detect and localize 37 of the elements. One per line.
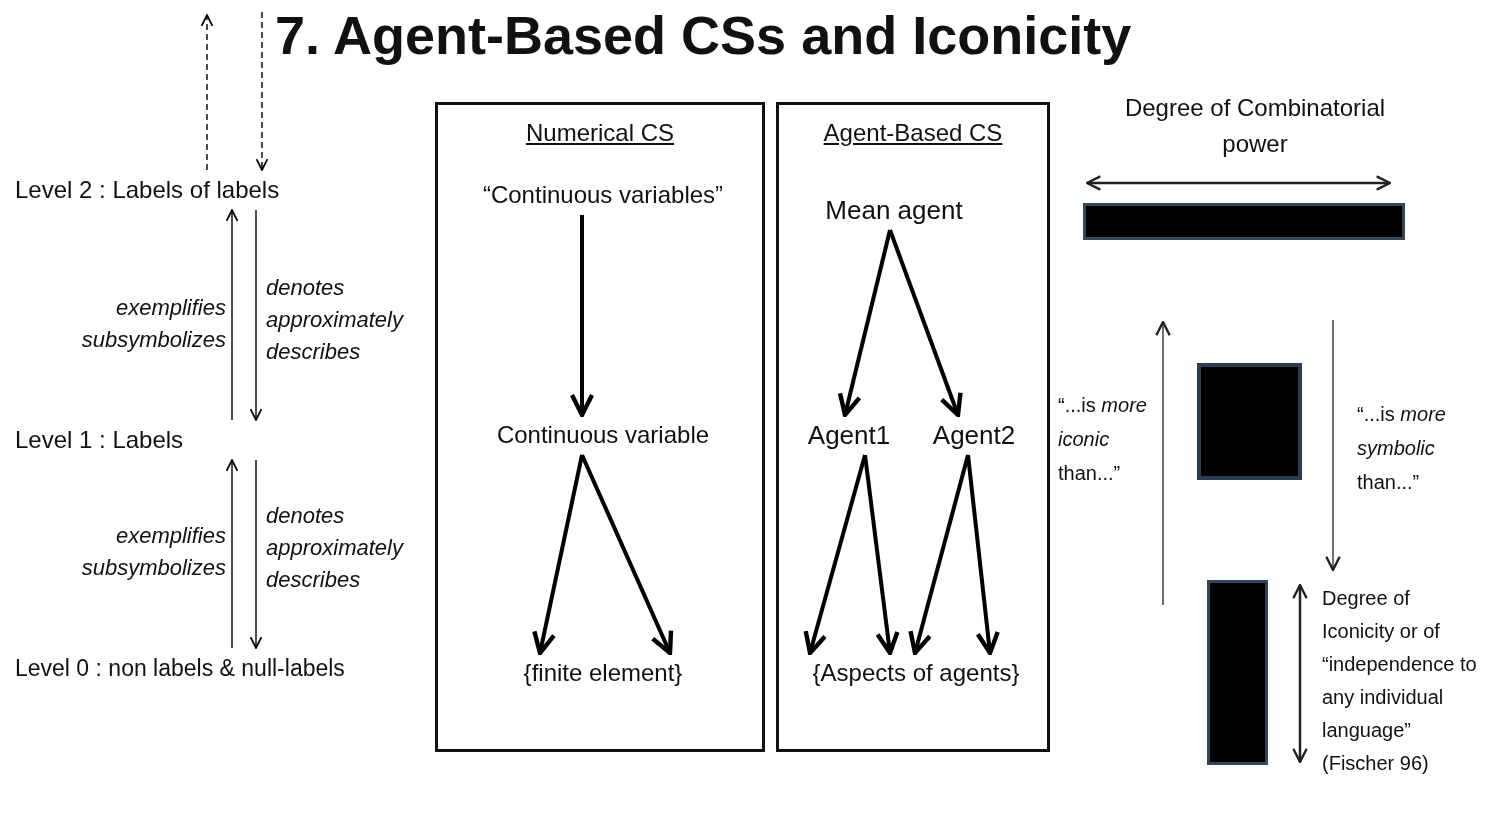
node-label: Mean agent [794, 190, 994, 230]
caption-text: Degree of Iconicity or of “independence to any individual language” (Fischer 96) [1322, 586, 1478, 776]
level-label: Level 0 : non labels & null-labels [15, 648, 427, 688]
title: 7. Agent-Based CSs and Iconicity [275, 4, 1132, 66]
arrow [569, 215, 595, 418]
node-label: {Aspects of agents} [784, 653, 1048, 693]
filled-square [1197, 363, 1302, 480]
arrow [863, 454, 900, 656]
arrow [225, 459, 239, 649]
node-label: “Continuous variables” [443, 175, 763, 215]
arrow [532, 454, 584, 656]
arrow [966, 454, 1000, 656]
column-panel [435, 102, 765, 752]
arrow [908, 454, 970, 656]
arrow [580, 454, 674, 656]
node-label: {finite element} [443, 653, 763, 693]
filled-bar [1207, 580, 1268, 765]
arrow [225, 209, 239, 421]
arrow [249, 459, 263, 649]
arrow [255, 11, 269, 171]
column-panel [776, 102, 1050, 752]
arrow [803, 454, 867, 656]
arrow [837, 229, 892, 418]
node-label: Continuous variable [443, 415, 763, 455]
level-label: Level 1 : Labels [15, 420, 395, 460]
column-heading: Agent-Based CS [822, 119, 1004, 147]
filled-bar [1083, 203, 1405, 240]
annotation-text: “...is more iconic than...” [1058, 393, 1148, 486]
node-label: Agent1 [794, 415, 904, 455]
column-heading: Numerical CS [525, 119, 675, 147]
arrow [249, 209, 263, 421]
annotation-text: “...is more symbolic than...” [1357, 402, 1447, 495]
node-label: Agent2 [919, 415, 1029, 455]
caption-text: Degree of Combinatorial power [1123, 93, 1387, 159]
level-label: Level 2 : Labels of labels [15, 170, 395, 210]
arrow [888, 229, 963, 418]
arrow [200, 14, 214, 171]
